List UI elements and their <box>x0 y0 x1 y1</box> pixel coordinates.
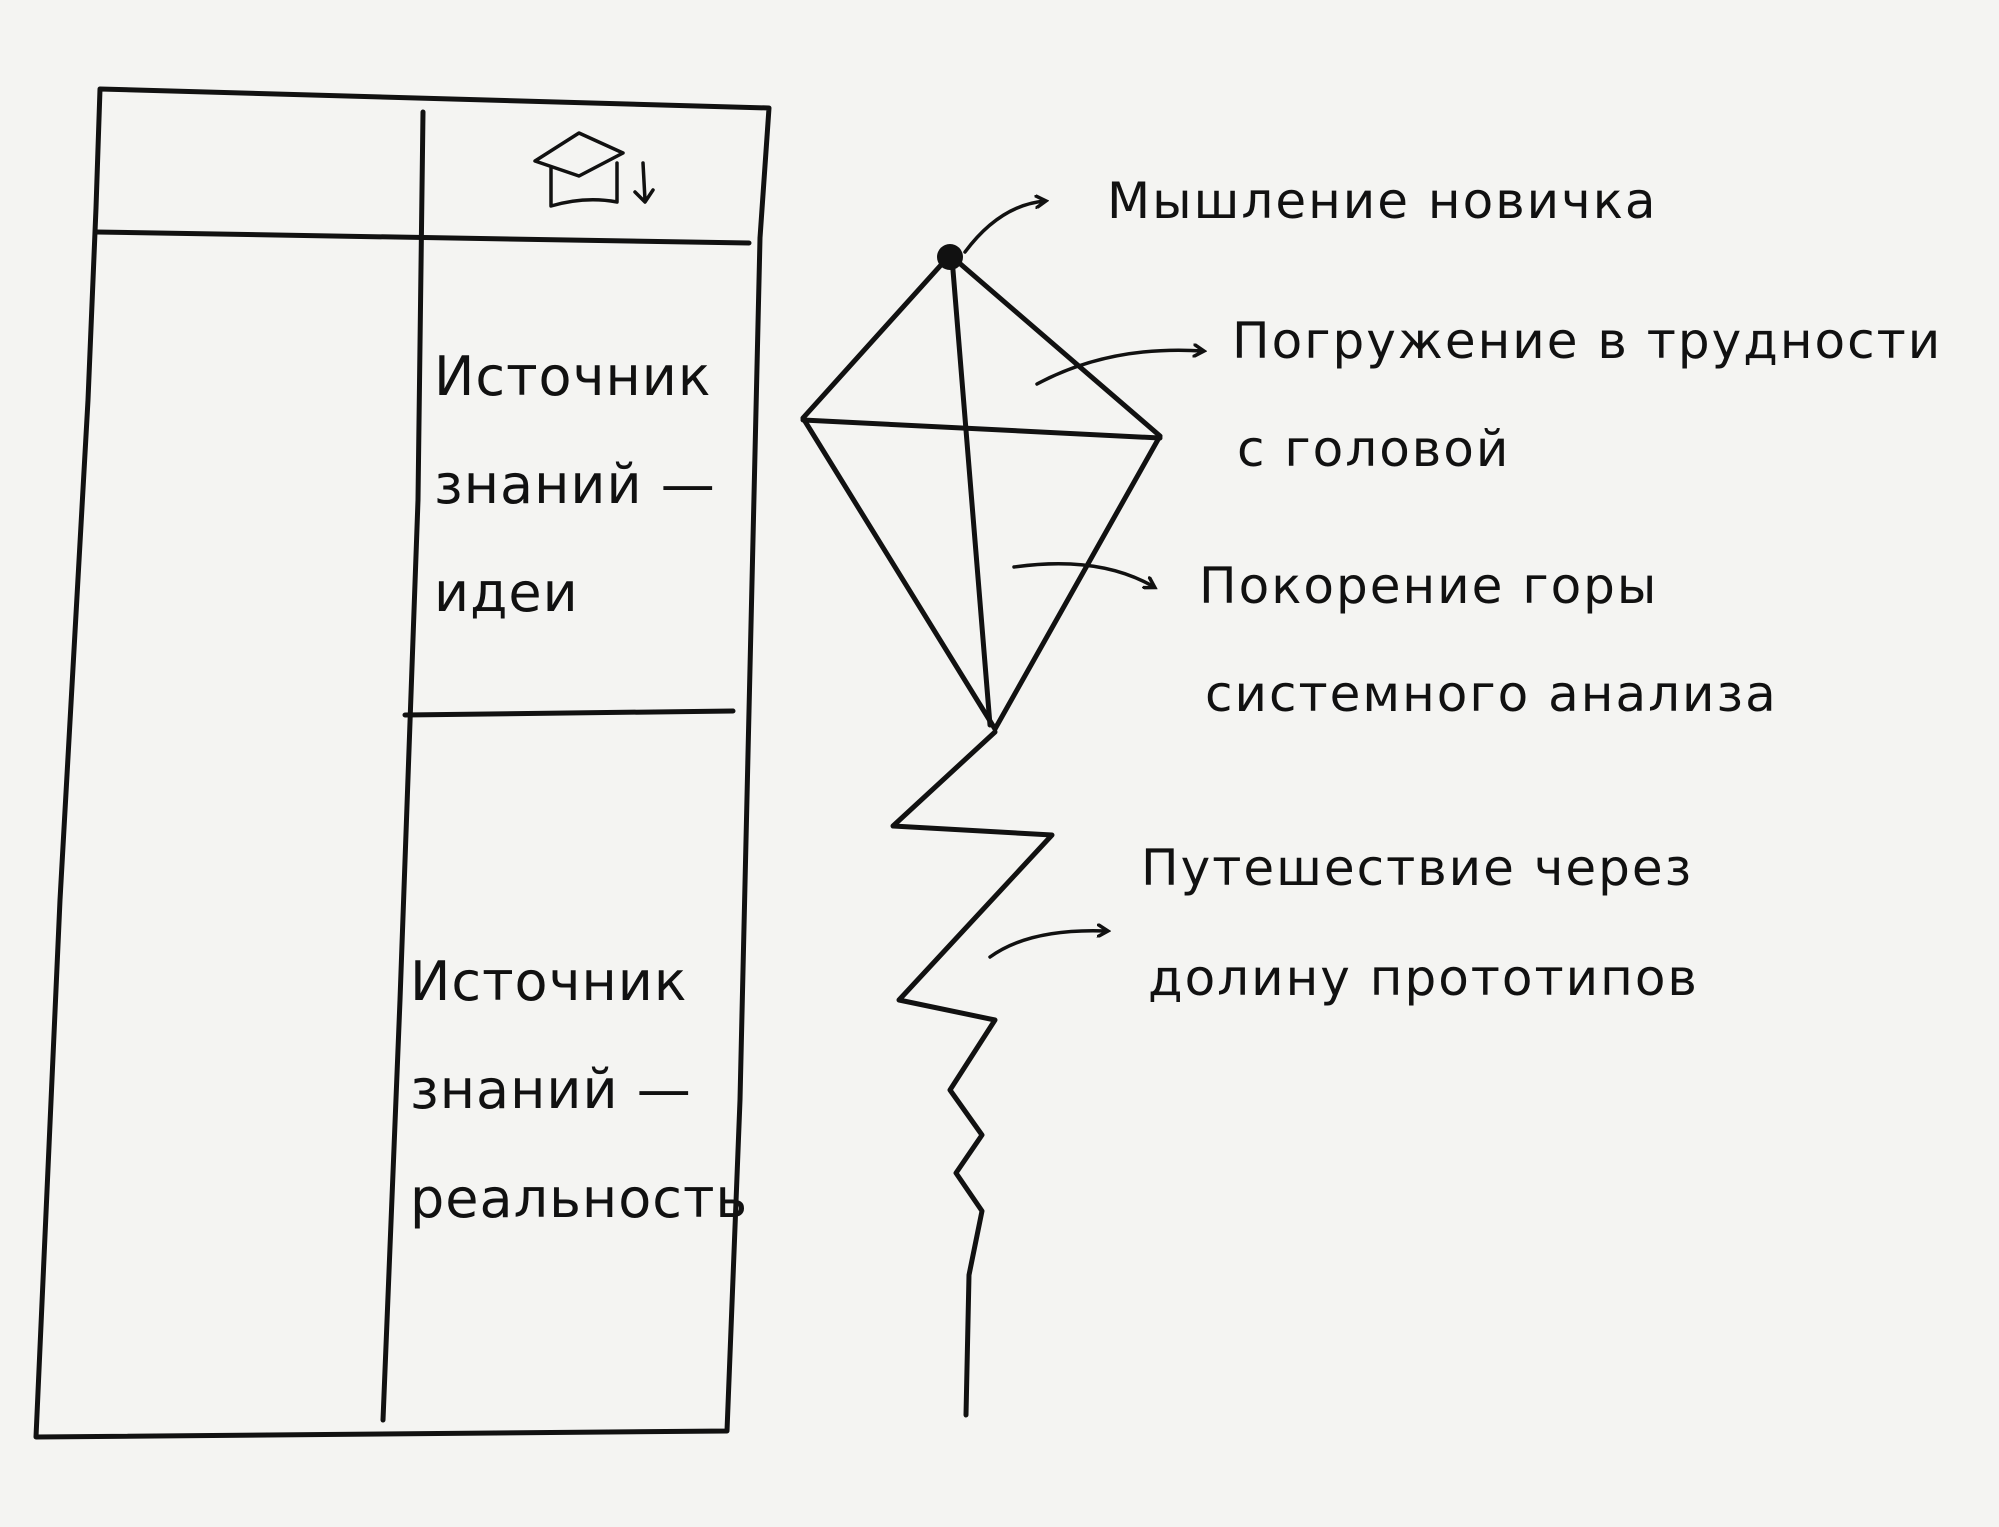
graduation-cap-icon <box>533 131 655 208</box>
knowledge-source-table: Источник знаний — идеи Источник знаний —… <box>33 86 772 1440</box>
table-column-divider <box>380 109 426 1423</box>
arrow-valley <box>988 931 1107 959</box>
kite-crossbar <box>800 417 1163 441</box>
cell-reality-text: Источник знаний — реальность <box>410 950 748 1230</box>
arrow-novice <box>963 201 1045 254</box>
label-valley: Путешествие через долину прототипов <box>1141 839 1711 1007</box>
arrow-immersion <box>1035 350 1203 386</box>
kite-tail <box>890 729 1055 1418</box>
label-novice-thinking: Мышление новичка <box>1107 172 1658 230</box>
kite-top-knot <box>937 244 963 270</box>
label-mountain: Покорение горы системного анализа <box>1199 557 1778 723</box>
table-outline <box>33 86 772 1440</box>
kite-outline <box>800 252 1163 732</box>
kite-diagram <box>800 244 1163 1418</box>
cell-ideas-text: Источник знаний — идеи <box>434 345 734 624</box>
kite-spine <box>949 255 993 728</box>
table-row-divider <box>402 708 736 718</box>
label-immersion: Погружение в трудности с головой <box>1232 312 1960 478</box>
arrow-mountain <box>1012 562 1154 587</box>
